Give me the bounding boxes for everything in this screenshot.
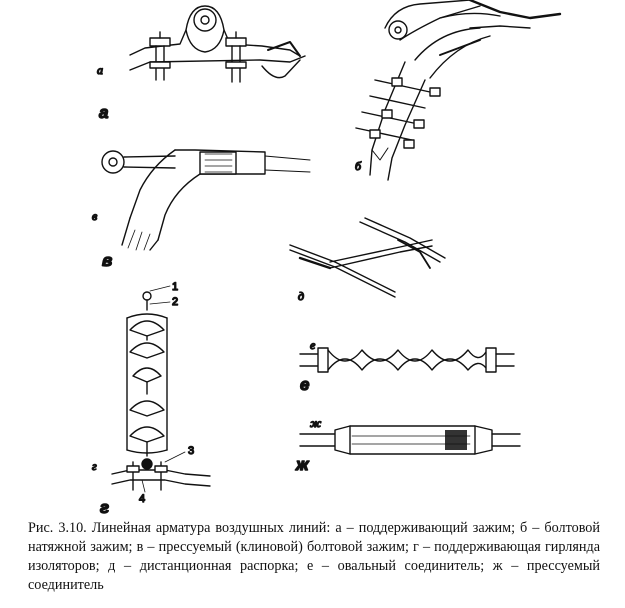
connector-zh-drawing — [299, 425, 521, 455]
label-zh-small: ж — [310, 416, 321, 430]
callout-1: 1 — [172, 281, 178, 293]
label-g-big: г — [100, 498, 109, 517]
label-a-small: а — [97, 63, 103, 77]
label-e-big: е — [300, 375, 309, 394]
connector-e-drawing — [299, 347, 515, 373]
figure-caption: Рис. 3.10. Линейная арматура воздушных л… — [28, 520, 600, 593]
label-e-small: е — [310, 338, 316, 352]
callout-3: 3 — [188, 445, 194, 457]
clamp-a-drawing — [129, 5, 306, 83]
clamp-v-drawing — [101, 149, 311, 251]
label-b-small: б — [355, 159, 362, 173]
spacer-d-drawing — [289, 217, 446, 298]
callout-4: 4 — [139, 493, 145, 505]
label-zh-big: ж — [295, 455, 310, 474]
label-d-small: д — [298, 289, 304, 303]
label-g-small: г — [92, 459, 97, 473]
label-v-big: в — [102, 251, 112, 270]
insulator-string-g-drawing — [111, 285, 211, 493]
label-a-big: а — [99, 103, 108, 122]
callout-2: 2 — [172, 296, 178, 308]
clamp-b-drawing — [355, 0, 562, 181]
label-v-small: в — [92, 209, 97, 223]
fittings-figure: а а б — [91, 0, 562, 518]
